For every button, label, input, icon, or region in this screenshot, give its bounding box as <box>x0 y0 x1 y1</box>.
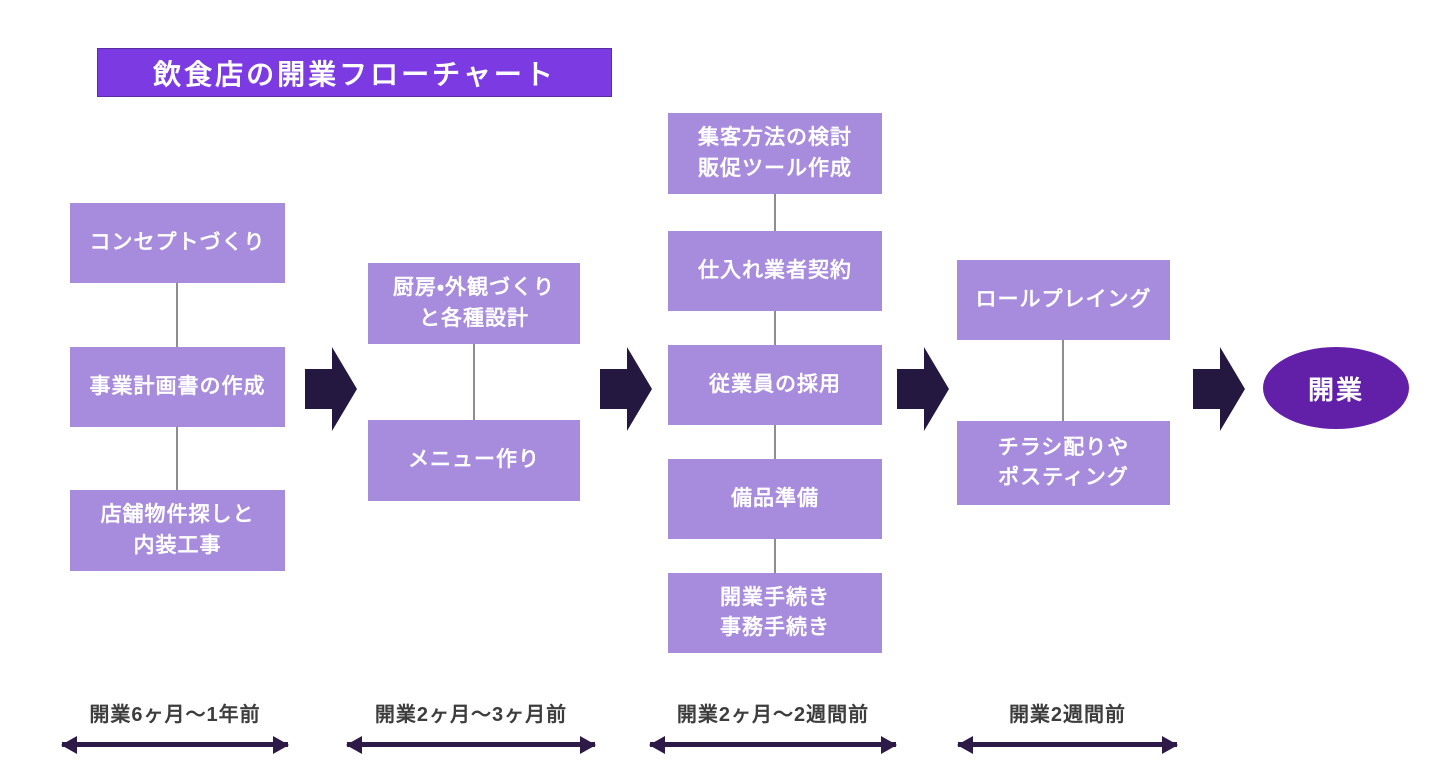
step-box-menu: メニュー作り <box>368 420 580 501</box>
step-box-flyers: チラシ配りや ポスティング <box>957 421 1170 505</box>
connector-line <box>473 344 475 420</box>
flow-arrow-icon <box>897 347 949 431</box>
timeline-label: 開業2ヶ月〜3ヶ月前 <box>374 703 568 726</box>
step-box-marketing-tools: 集客方法の検討 販促ツール作成 <box>668 113 882 194</box>
connector-line <box>176 427 178 490</box>
timeline-label: 開業2週間前 <box>1008 703 1127 726</box>
connector-line <box>1062 340 1064 421</box>
step-box-procedures: 開業手続き 事務手続き <box>668 573 882 653</box>
step-box-hiring: 従業員の採用 <box>668 345 882 425</box>
connector-line <box>774 539 776 573</box>
timeline-double-arrow-icon <box>62 742 288 747</box>
step-box-roleplay: ロールプレイング <box>957 260 1170 340</box>
flow-arrow-icon <box>600 347 652 431</box>
timeline-double-arrow-icon <box>650 742 896 747</box>
step-box-concept: コンセプトづくり <box>70 203 285 283</box>
flow-arrow-icon <box>1193 347 1245 431</box>
connector-line <box>774 311 776 345</box>
step-box-supplier-contract: 仕入れ業者契約 <box>668 231 882 311</box>
timeline-double-arrow-icon <box>958 742 1177 747</box>
page-title: 飲食店の開業フローチャート <box>97 48 612 97</box>
step-box-business-plan: 事業計画書の作成 <box>70 347 285 427</box>
goal-ellipse: 開業 <box>1263 347 1409 429</box>
flow-arrow-icon <box>305 347 357 431</box>
step-box-kitchen-design: 厨房・外観づくり と各種設計 <box>368 263 580 344</box>
timeline-label: 開業2ヶ月〜2週間前 <box>676 703 870 726</box>
timeline-double-arrow-icon <box>347 742 595 747</box>
step-box-equipment: 備品準備 <box>668 459 882 539</box>
timeline-label: 開業6ヶ月〜1年前 <box>89 703 261 726</box>
step-box-property-interior: 店舗物件探しと 内装工事 <box>70 490 285 571</box>
connector-line <box>774 194 776 231</box>
connector-line <box>176 283 178 347</box>
connector-line <box>774 425 776 459</box>
